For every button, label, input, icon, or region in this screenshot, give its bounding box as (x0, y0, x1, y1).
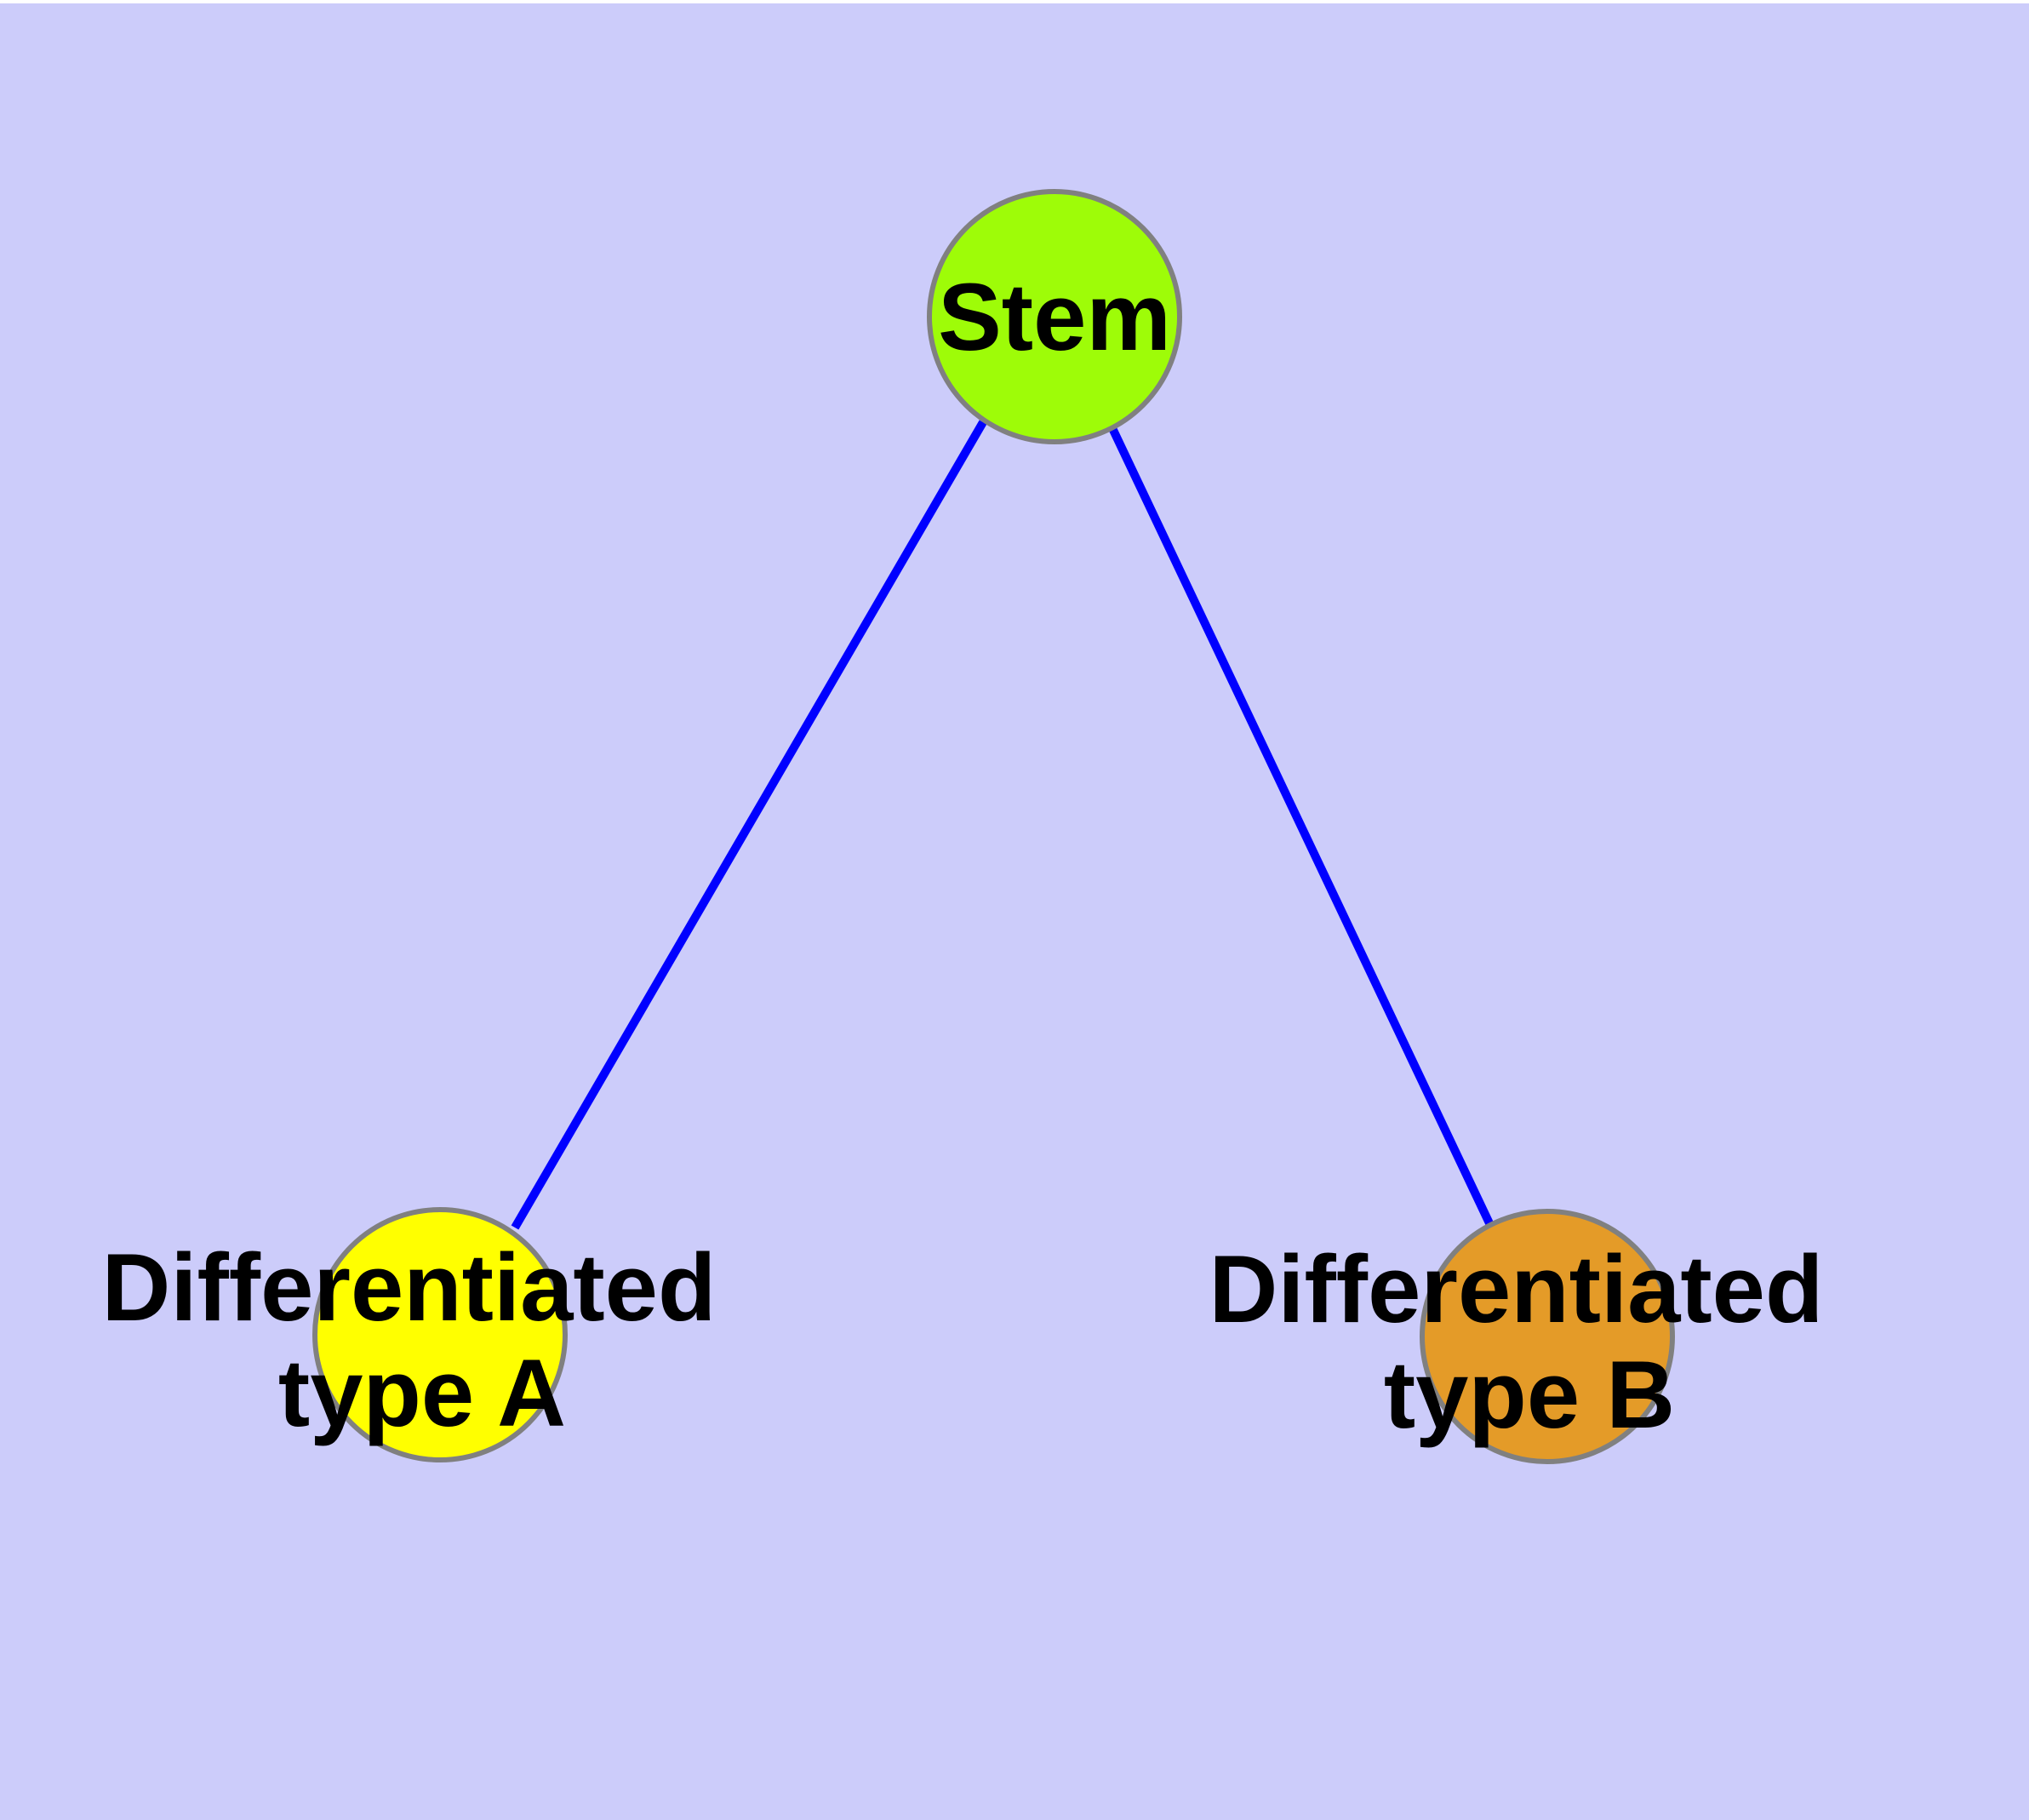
node-stem-circle[interactable] (927, 189, 1182, 444)
node-differentiated-type-a[interactable]: Differentiated type A (102, 1207, 743, 1462)
node-differentiated-type-a-label-line-2: type A (278, 1340, 566, 1446)
edge-stem-to-differentiated-type-a[interactable] (511, 420, 987, 1230)
edge-stem-to-differentiated-type-b[interactable] (1108, 426, 1494, 1226)
node-differentiated-type-a-label: Differentiated type A (102, 1234, 743, 1446)
node-stem-label: Stem (938, 264, 1171, 370)
node-differentiated-type-b-label: Differentiated type B (1209, 1236, 1850, 1448)
edge-group (511, 420, 1494, 1230)
node-differentiated-type-b[interactable]: Differentiated type B (1209, 1209, 1850, 1464)
node-differentiated-type-a-label-line-1: Differentiated (102, 1234, 717, 1341)
node-differentiated-type-a-circle[interactable] (312, 1207, 568, 1462)
node-differentiated-type-b-circle[interactable] (1420, 1209, 1675, 1464)
node-differentiated-type-b-label-line-2: type B (1384, 1342, 1675, 1448)
node-stem[interactable]: Stem (927, 189, 1182, 444)
node-differentiated-type-b-label-line-1: Differentiated (1209, 1236, 1824, 1342)
node-stem-label-line-1: Stem (938, 264, 1171, 370)
